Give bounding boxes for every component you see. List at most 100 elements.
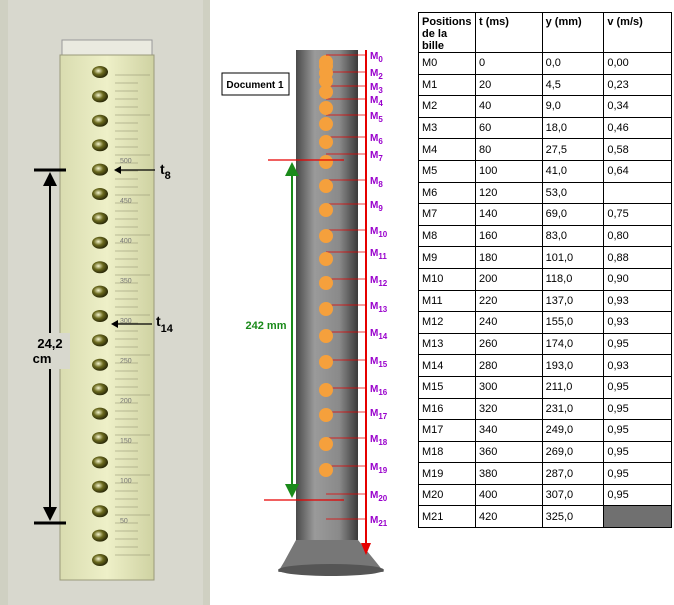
position-label: M12	[370, 275, 388, 288]
scale-mark-label: 100	[120, 478, 132, 485]
header-velocity: v (m/s)	[603, 12, 672, 53]
cell-y: 137,0	[541, 289, 605, 313]
cell-time: 160	[474, 224, 543, 248]
cell-y: 101,0	[541, 246, 605, 269]
cell-position: M8	[418, 224, 476, 248]
cell-position: M12	[418, 311, 476, 334]
cell-y: 9,0	[541, 95, 605, 118]
table-header-row: Positions de la bille t (ms) y (mm) v (m…	[418, 12, 672, 53]
cell-velocity: 0,95	[603, 419, 672, 442]
photo-ball	[92, 358, 108, 371]
cell-time: 120	[474, 181, 543, 205]
position-label: M13	[370, 301, 388, 314]
cell-y: 69,0	[541, 203, 605, 226]
header-time: t (ms)	[474, 12, 543, 53]
cell-velocity: 0,95	[603, 397, 672, 421]
doc-ball	[319, 463, 333, 477]
scale-mark-label: 350	[120, 278, 132, 285]
photo-ball	[92, 90, 108, 103]
cell-y: 83,0	[541, 224, 605, 248]
data-table-container: Positions de la bille t (ms) y (mm) v (m…	[418, 12, 672, 529]
cell-y: 174,0	[541, 332, 605, 356]
cell-time: 240	[474, 311, 543, 334]
scale-mark-label: 300	[120, 318, 132, 325]
cell-time: 320	[474, 397, 543, 421]
cell-y: 0,0	[541, 52, 605, 75]
distance-label-document: 242 mm	[246, 320, 287, 332]
scale-mark-label: 400	[120, 238, 132, 245]
distance-label-photo: 24,2	[37, 336, 62, 351]
scale-mark-label: 150	[120, 438, 132, 445]
position-label: M19	[370, 462, 388, 475]
cell-velocity: 0,00	[603, 52, 672, 75]
position-label: M17	[370, 408, 388, 421]
doc-ball	[319, 179, 333, 193]
cell-position: M20	[418, 483, 476, 507]
distance-unit-photo: cm	[33, 351, 52, 366]
photo-ball	[92, 554, 108, 566]
position-label: M21	[370, 515, 388, 528]
cell-y: 41,0	[541, 159, 605, 183]
cell-velocity: 0,64	[603, 159, 672, 183]
cell-time: 200	[474, 267, 543, 291]
photo-ball	[92, 114, 108, 127]
position-label: M5	[370, 111, 383, 124]
photo-ball	[92, 334, 108, 347]
cell-position: M4	[418, 138, 476, 161]
position-label: M3	[370, 82, 383, 95]
cell-position: M13	[418, 332, 476, 356]
measurements-table: Positions de la bille t (ms) y (mm) v (m…	[418, 12, 672, 529]
position-label: M8	[370, 176, 383, 189]
cell-position: M11	[418, 289, 476, 313]
doc-ball	[319, 203, 333, 217]
doc-ball	[319, 252, 333, 266]
document-title: Document 1	[226, 80, 284, 91]
position-label: M7	[370, 150, 383, 163]
cell-position: M15	[418, 375, 476, 399]
cell-velocity	[603, 505, 672, 529]
cell-position: M1	[418, 73, 476, 97]
header-positions: Positions de la bille	[418, 12, 476, 53]
position-label: M10	[370, 226, 388, 239]
scale-mark-label: 450	[120, 198, 132, 205]
cell-time: 300	[474, 375, 543, 399]
cell-time: 40	[474, 95, 543, 118]
position-label: M16	[370, 384, 388, 397]
cell-velocity: 0,95	[603, 462, 672, 485]
cell-time: 420	[474, 505, 543, 529]
cell-y: 155,0	[541, 311, 605, 334]
cell-velocity: 0,93	[603, 354, 672, 377]
cell-velocity: 0,90	[603, 267, 672, 291]
cell-y: 211,0	[541, 375, 605, 399]
cell-position: M21	[418, 505, 476, 529]
position-label: M9	[370, 200, 383, 213]
cell-time: 0	[474, 52, 543, 75]
cell-velocity: 0,93	[603, 311, 672, 334]
cell-velocity: 0,58	[603, 138, 672, 161]
cell-y: 18,0	[541, 116, 605, 140]
doc-ball	[319, 329, 333, 343]
cell-y: 4,5	[541, 73, 605, 97]
photo-ball	[92, 139, 108, 152]
cell-position: M5	[418, 159, 476, 183]
photo-ball	[92, 163, 108, 176]
header-y: y (mm)	[541, 12, 605, 53]
cell-y: 269,0	[541, 440, 605, 464]
doc-ball	[319, 408, 333, 422]
photo-ball	[92, 188, 108, 200]
cell-time: 20	[474, 73, 543, 97]
doc-ball	[319, 117, 333, 131]
cell-y: 249,0	[541, 419, 605, 442]
position-label: M0	[370, 51, 383, 64]
cell-time: 340	[474, 419, 543, 442]
